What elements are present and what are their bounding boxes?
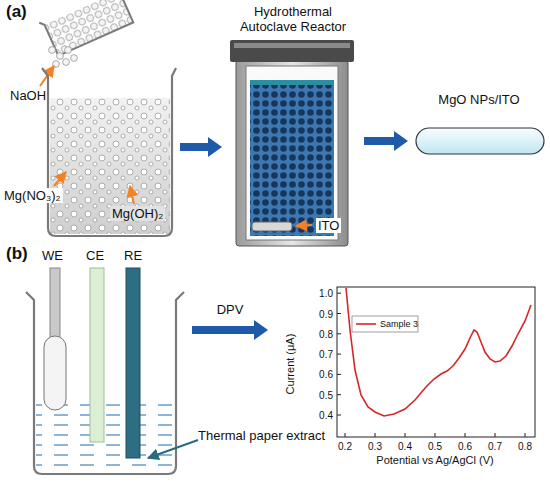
tick-label: 0.9 [319, 308, 333, 321]
panel-label: (b) [6, 246, 28, 261]
arrow-head [394, 131, 408, 151]
tick-label: 0.4 [319, 409, 333, 422]
solution [50, 98, 170, 234]
cell-beaker [26, 292, 184, 474]
tick-label: 0.6 [319, 368, 333, 381]
legend-text: Sample 3 [380, 318, 418, 330]
reactor-title: Hydrothermal Autoclave Reactor [231, 4, 355, 34]
process-arrow [192, 320, 268, 340]
reagent-label: NaOH [10, 88, 46, 103]
tick-label: 0.4 [398, 440, 412, 453]
electrode-label: RE [124, 248, 142, 263]
ito-substrate [252, 222, 292, 231]
arrow-shaft [192, 326, 255, 334]
tick-label: 0.8 [518, 440, 532, 453]
leader-arrow [54, 172, 66, 186]
extract-solution [36, 400, 174, 472]
reference-electrode [126, 268, 140, 458]
tick-label: 0.8 [319, 328, 333, 341]
legend-line [356, 323, 376, 325]
electrode-label: WE [42, 248, 63, 263]
tick-label: 0.7 [319, 348, 333, 361]
panel-label: (a) [6, 4, 27, 19]
mgo-ito-electrode [416, 128, 544, 154]
counter-electrode [90, 268, 104, 442]
reaction-solution [250, 84, 334, 236]
pouring-beaker [39, 0, 137, 57]
tick-label: 0.6 [458, 440, 472, 453]
process-arrow [364, 131, 408, 151]
sample-label: Thermal paper extract [198, 428, 325, 443]
bubbles [50, 98, 170, 234]
plot-frame [337, 287, 535, 437]
tick-label: 1.0 [319, 287, 333, 300]
arrow-head [208, 137, 222, 157]
substrate-label: ITO [316, 218, 341, 233]
tick-label: 0.2 [338, 440, 352, 453]
process-arrow [180, 137, 222, 157]
axis-title: Potential vs Ag/AgCl (V) [330, 453, 540, 467]
product-electrode: MgO NPs/ITO [412, 92, 548, 158]
working-electrode-tip [44, 336, 66, 410]
electrochemical-cell: WE CE RE [22, 246, 188, 476]
leader-arrow [148, 440, 198, 458]
arrow-head [254, 320, 268, 340]
cap-band [234, 43, 350, 48]
axis-ticks [337, 293, 525, 437]
dpv-curve [346, 288, 531, 416]
beaker-outline [39, 0, 137, 57]
autoclave-reactor: Hydrothermal Autoclave ReactorITO [226, 4, 360, 250]
beaker-outline [42, 68, 176, 236]
leader-arrow [296, 225, 312, 226]
leader-arrow [130, 186, 134, 204]
arrow-shaft [364, 137, 395, 145]
tick-label: 0.3 [368, 440, 382, 453]
solution-surface [250, 80, 334, 85]
autoclave-body [236, 60, 348, 246]
legend-box [352, 316, 418, 332]
tick-label: 0.5 [428, 440, 442, 453]
teflon-liner [246, 66, 338, 240]
arrow-shaft [180, 143, 209, 151]
autoclave-cap [230, 40, 354, 62]
electrode-title: MgO NPs/ITO [412, 92, 546, 107]
electrode-label: CE [86, 248, 104, 263]
falling-pellets [49, 47, 78, 68]
tick-label: 0.5 [319, 389, 333, 402]
edge-label: DPV [217, 302, 244, 317]
product-label: Mg(OH)₂ [110, 206, 165, 221]
precursor-beaker: Mg(NO₃)₂ Mg(OH)₂ [0, 60, 176, 240]
tick-label: 0.7 [488, 440, 502, 453]
precursor-label: Mg(NO₃)₂ [2, 188, 63, 203]
axis-title: Current (μA) [283, 304, 297, 424]
